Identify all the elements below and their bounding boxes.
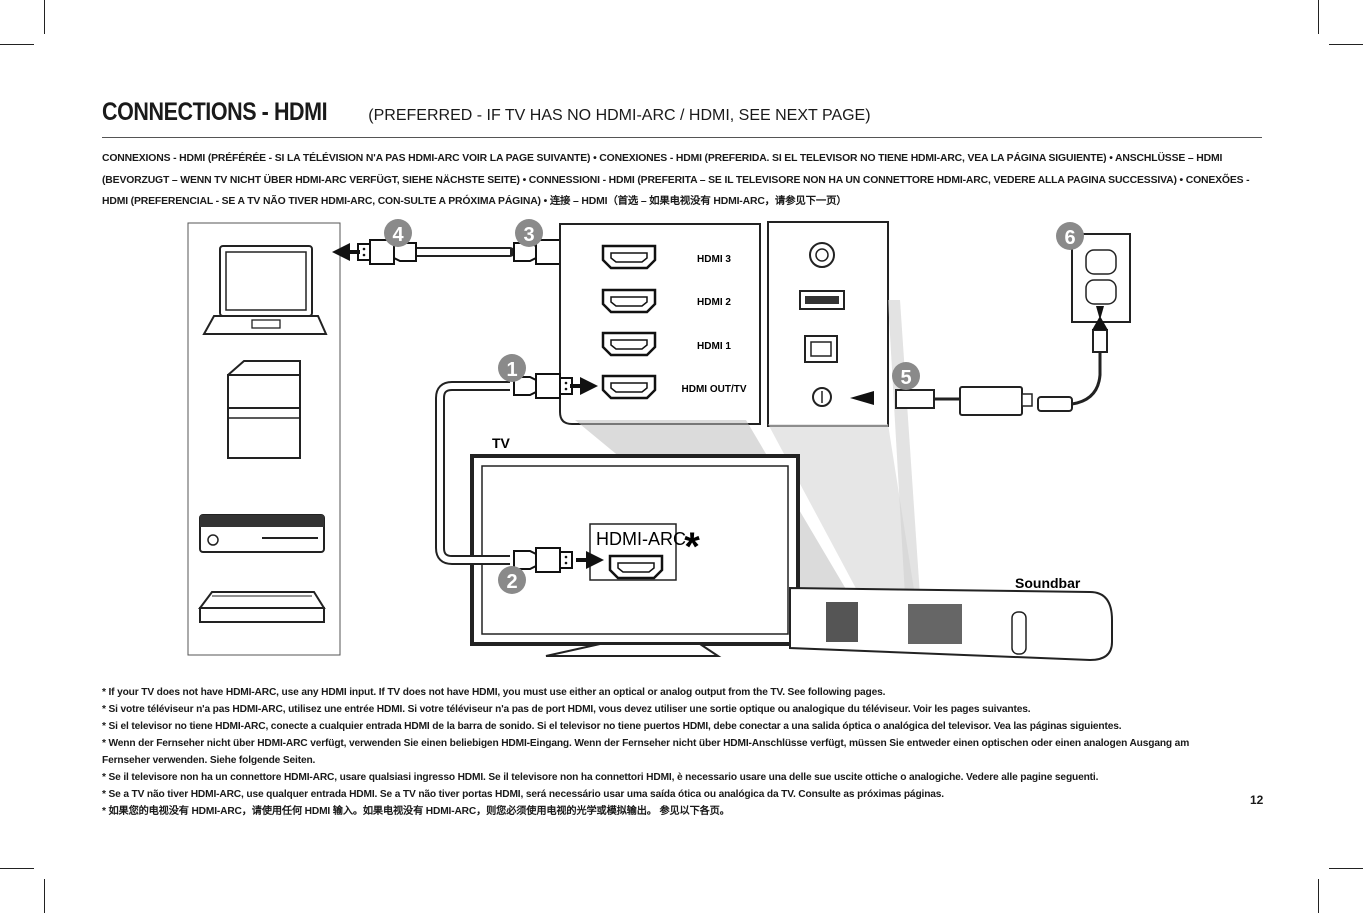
- svg-text:1: 1: [506, 359, 517, 381]
- svg-text:6: 6: [1064, 227, 1075, 249]
- crop-mark: [1318, 0, 1319, 34]
- footnote-es: * Si el televisor no tiene HDMI-ARC, con…: [102, 721, 1122, 732]
- svg-text:5: 5: [900, 367, 911, 389]
- port-label-hdmi3: HDMI 3: [697, 254, 731, 265]
- port-label-hdmi-out: HDMI OUT/TV: [682, 384, 747, 395]
- power-adapter: [895, 329, 1108, 416]
- step-badge: 5: [892, 362, 920, 390]
- hdmi-cable-to-source: [332, 239, 598, 265]
- title-sub: (PREFERRED - IF TV HAS NO HDMI-ARC / HDM…: [368, 107, 871, 124]
- svg-text:4: 4: [392, 224, 404, 246]
- page-number: 12: [1250, 793, 1264, 807]
- crop-mark: [0, 868, 34, 869]
- footnote-pt: * Se a TV não tiver HDMI-ARC, use qualqu…: [102, 789, 944, 800]
- step-badge: 4: [384, 219, 412, 247]
- tv-label: TV: [492, 435, 511, 451]
- crop-mark: [44, 0, 45, 34]
- soundbar-icon: [789, 586, 1113, 662]
- asterisk-mark: *: [684, 525, 700, 569]
- projection-shadow: [768, 424, 915, 596]
- svg-text:2: 2: [506, 571, 517, 593]
- footnote-it: * Se il televisore non ha un connettore …: [102, 772, 1099, 783]
- soundbar-label: Soundbar: [1015, 575, 1081, 591]
- crop-mark: [1318, 879, 1319, 913]
- crop-mark: [1329, 44, 1363, 45]
- footnote-zh: * 如果您的电视没有 HDMI-ARC，请使用任何 HDMI 输入。如果电视没有…: [102, 806, 730, 817]
- hdmi-cable-to-tv: [435, 373, 604, 573]
- svg-text:3: 3: [523, 224, 534, 246]
- footnote-en: * If your TV does not have HDMI-ARC, use…: [102, 687, 886, 698]
- port-label-hdmi2: HDMI 2: [697, 297, 731, 308]
- page-title: CONNECTIONS - HDMI (PREFERRED - IF TV HA…: [102, 98, 1262, 127]
- crop-mark: [0, 44, 34, 45]
- port-label-hdmi1: HDMI 1: [697, 341, 731, 352]
- wall-outlet-icon: [1071, 233, 1131, 330]
- footnote-de: * Wenn der Fernseher nicht über HDMI-ARC…: [102, 738, 1190, 766]
- step-badge: 3: [515, 219, 543, 247]
- laptop-icon: [202, 245, 328, 335]
- game-console-icon: [227, 360, 301, 459]
- footnotes: * If your TV does not have HDMI-ARC, use…: [102, 684, 1232, 820]
- title-main: CONNECTIONS - HDMI: [102, 98, 328, 126]
- crop-mark: [44, 879, 45, 913]
- title-divider: [102, 137, 1262, 138]
- crop-mark: [1329, 868, 1363, 869]
- footnote-fr: * Si votre téléviseur n'a pas HDMI-ARC, …: [102, 704, 1031, 715]
- multilingual-heading: CONNEXIONS - HDMI (PRÉFÉRÉE - SI LA TÉLÉ…: [102, 153, 1250, 207]
- blu-ray-player-icon: [198, 591, 326, 623]
- step-badge: 6: [1056, 222, 1084, 250]
- tv-port-label: HDMI-ARC: [596, 529, 686, 549]
- soundbar-io-panel: [767, 221, 889, 427]
- step-badge: 2: [498, 566, 526, 594]
- step-badge: 1: [498, 354, 526, 382]
- xbox-icon: [199, 514, 325, 553]
